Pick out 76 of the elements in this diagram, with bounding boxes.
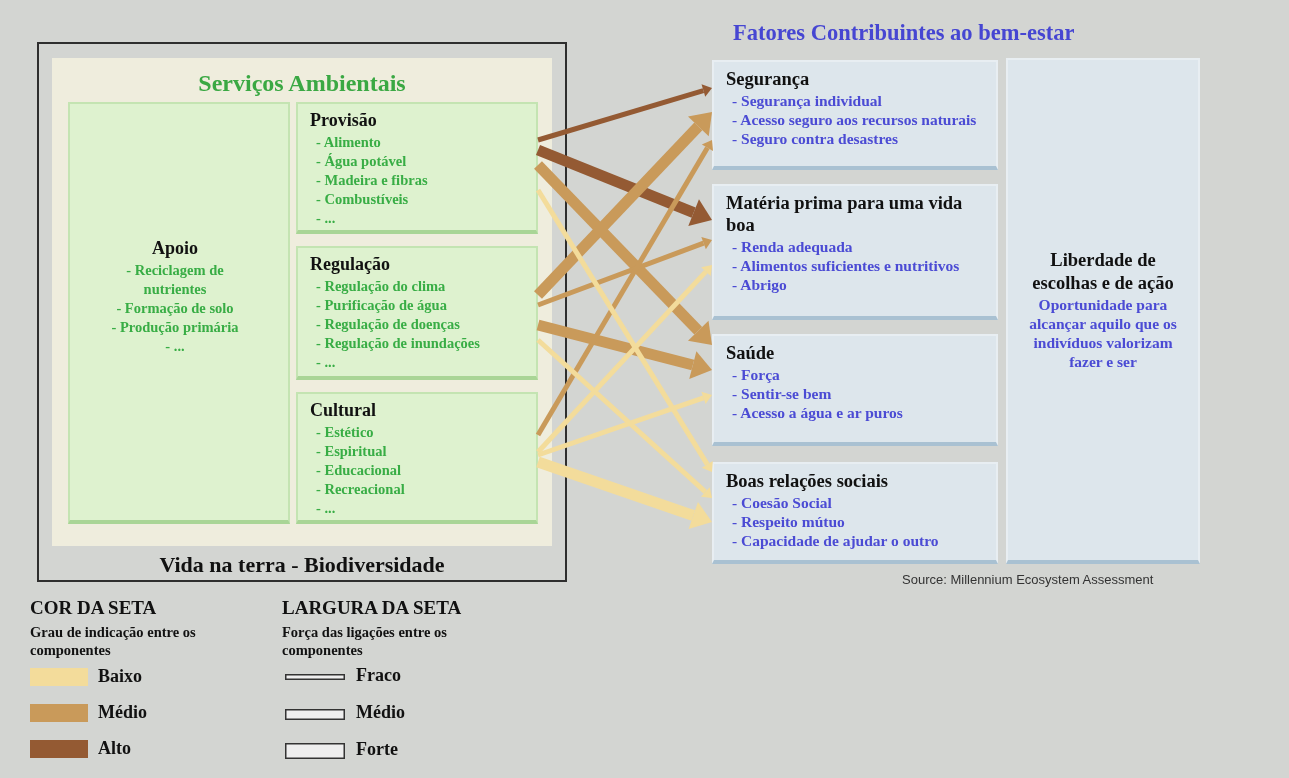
list-item: - Capacidade de ajudar o outro	[731, 531, 940, 551]
list-item: - ...	[315, 208, 337, 228]
service-box	[296, 102, 538, 234]
factor-box	[712, 60, 998, 170]
factor-box	[1006, 58, 1200, 564]
box-heading: Liberdade de escolhas e de ação	[1031, 249, 1175, 294]
list-item: - Regulação do clima	[315, 276, 447, 296]
frame-title: Vida na terra - Biodiversidade	[158, 552, 446, 578]
arrow	[536, 319, 712, 379]
list-item: - Sentir-se bem	[731, 384, 833, 404]
list-item: - Regulação de doenças	[315, 314, 461, 334]
factor-box	[712, 334, 998, 446]
arrow	[536, 456, 712, 530]
service-box	[68, 102, 290, 524]
legend-subheading: Grau de indicação entre os componentes	[30, 623, 197, 659]
legend-heading: LARGURA DA SETA	[282, 597, 462, 619]
legend-label: Forte	[356, 739, 398, 760]
list-item: - Produção primária	[110, 317, 240, 337]
list-item: - Alimentos suficientes e nutritivos	[731, 256, 961, 276]
list-item: - ...	[164, 336, 186, 356]
legend-label: Médio	[98, 702, 147, 723]
list-item: - ...	[315, 498, 337, 518]
list-item: - Regulação de inundações	[315, 333, 481, 353]
box-heading: Saúde	[726, 342, 776, 365]
list-item: - Estético	[315, 422, 375, 442]
arrow	[534, 112, 712, 299]
box-heading: Cultural	[310, 400, 377, 422]
arrow	[536, 265, 712, 454]
legend-label: Fraco	[356, 665, 401, 686]
legend-heading: COR DA SETA	[30, 597, 157, 619]
arrow	[537, 237, 712, 308]
arrow	[535, 140, 714, 437]
list-item: - ...	[315, 352, 337, 372]
list-item: - Educacional	[315, 460, 402, 480]
list-item: - Acesso seguro aos recursos naturais	[731, 110, 978, 130]
panel-title: Serviços Ambientais	[197, 70, 407, 97]
list-item: - Água potável	[315, 151, 408, 171]
arrow	[534, 161, 712, 345]
factor-box	[712, 462, 998, 564]
legend-label: Baixo	[98, 666, 142, 687]
arrow	[535, 144, 712, 226]
source-note: Source: Millennium Ecosystem Assessment	[902, 572, 1154, 587]
box-heading: Apoio	[151, 238, 199, 260]
service-box	[296, 246, 538, 380]
box-heading: Regulação	[310, 254, 391, 276]
arrow	[536, 338, 712, 498]
list-item: - Espiritual	[315, 441, 388, 461]
list-item: - Acesso a água e ar puros	[731, 403, 904, 423]
list-item: - Purificação de água	[315, 295, 448, 315]
service-box	[296, 392, 538, 524]
box-heading: Matéria prima para uma vida boa	[726, 192, 964, 237]
list-item: - Abrigo	[731, 275, 788, 295]
list-item: - Seguro contra desastres	[731, 129, 900, 149]
list-item: - Renda adequada	[731, 237, 854, 257]
legend-label: Alto	[98, 738, 131, 759]
legend-subheading: Força das ligações entre os componentes	[282, 623, 448, 659]
factor-box	[712, 184, 998, 320]
box-heading: Provisão	[310, 110, 378, 132]
list-item: - Reciclagem de nutrientes	[125, 260, 225, 299]
list-item: - Formação de solo	[115, 298, 235, 318]
list-item: - Recreacional	[315, 479, 406, 499]
arrow	[537, 84, 712, 143]
list-item: - Força	[731, 365, 781, 385]
box-heading: Boas relações sociais	[726, 470, 890, 493]
list-item: - Respeito mútuo	[731, 512, 846, 532]
box-heading: Segurança	[726, 68, 811, 91]
list-item: - Segurança individual	[731, 91, 883, 111]
box-description: Oportunidade para alcançar aquilo que os indivíduos valorizam fazer e ser	[1028, 294, 1178, 371]
list-item: - Combustíveis	[315, 189, 410, 209]
list-item: - Madeira e fibras	[315, 170, 429, 190]
arrow	[535, 188, 713, 472]
legend-label: Médio	[356, 702, 405, 723]
list-item: - Coesão Social	[731, 493, 833, 513]
diagram-title: Fatores Contribuintes ao bem-estar	[733, 20, 1075, 46]
arrow	[537, 391, 712, 458]
list-item: - Alimento	[315, 132, 382, 152]
